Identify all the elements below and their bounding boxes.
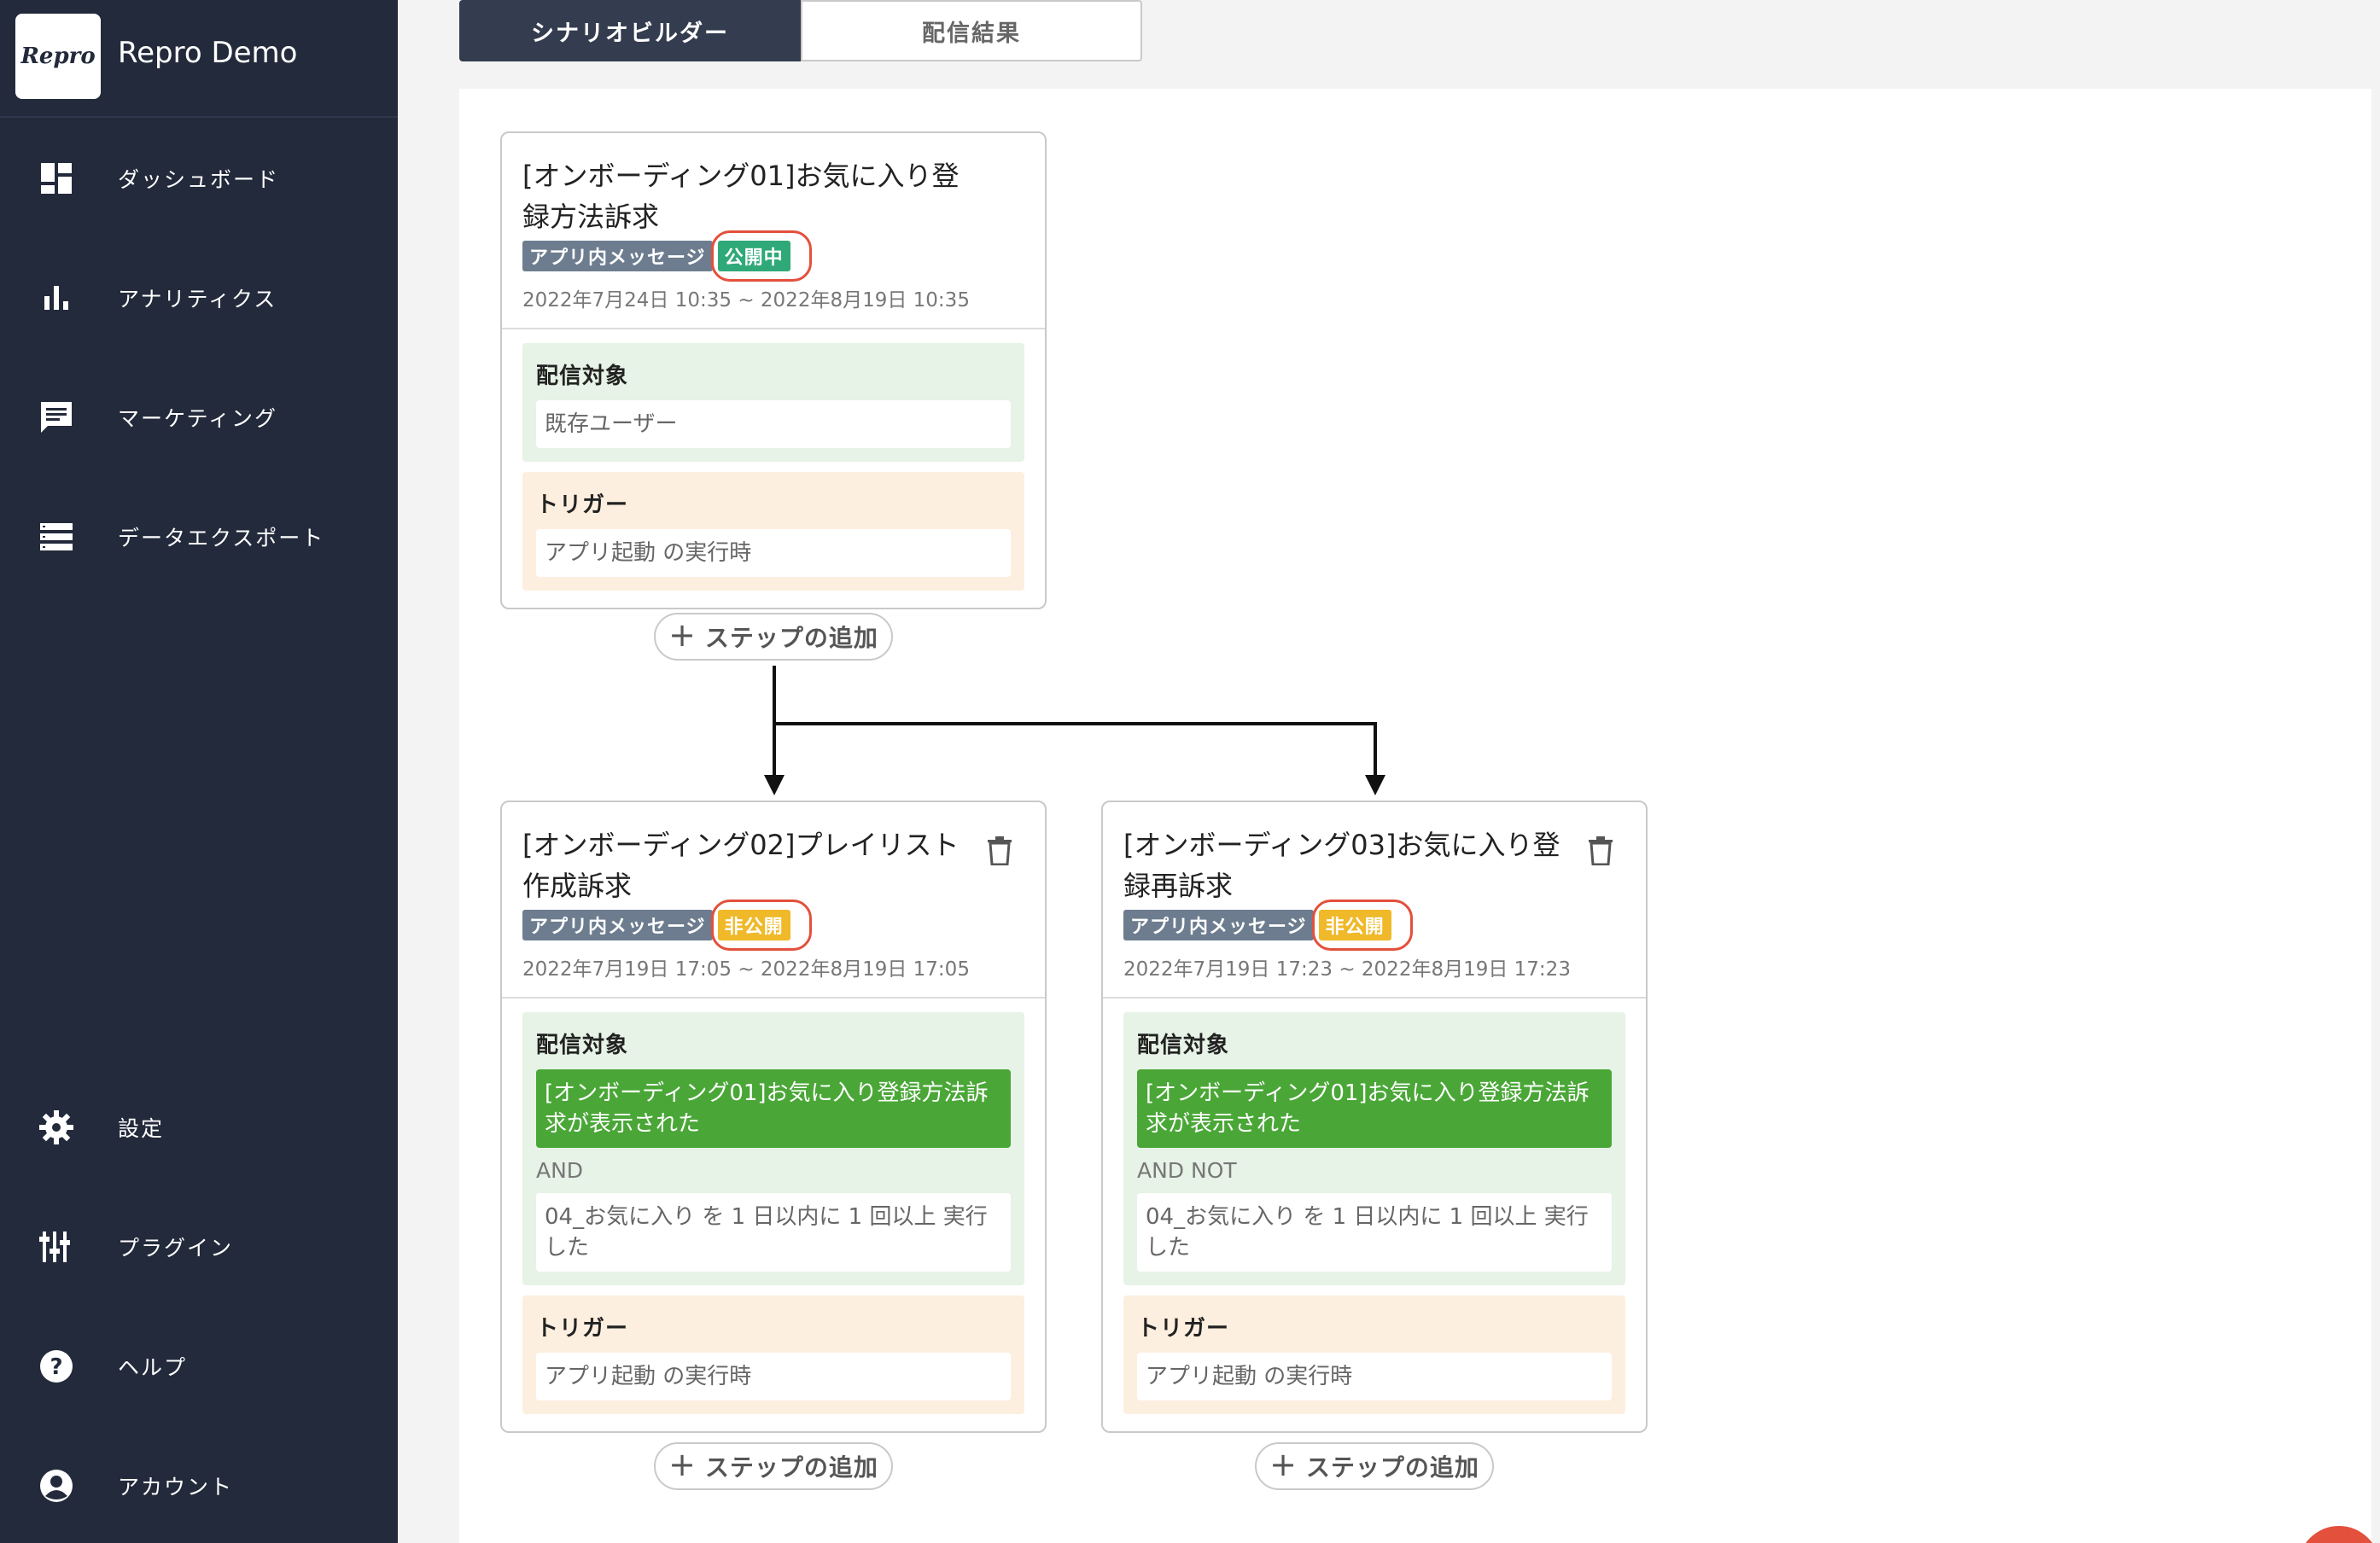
add-step-label: ステップの追加 xyxy=(704,624,878,652)
badge-row: アプリ内メッセージ 公開中 xyxy=(522,230,1024,282)
badge-row: アプリ内メッセージ 非公開 xyxy=(1123,900,1625,951)
message-type-badge: アプリ内メッセージ xyxy=(522,241,713,271)
nav-item-account[interactable]: アカウント xyxy=(0,1447,398,1523)
highlight-ring xyxy=(1311,900,1413,951)
svg-text:?: ? xyxy=(50,1354,62,1380)
status-badge: 非公開 xyxy=(717,910,790,940)
card-header: [オンボーディング03]お気に入り登録再訴求 アプリ内メッセージ 非公開 202… xyxy=(1103,802,1646,999)
highlight-ring xyxy=(710,900,812,951)
card-header: [オンボーディング02]プレイリスト作成訴求 アプリ内メッセージ 非公開 202… xyxy=(502,802,1045,999)
nav-item-plugins[interactable]: プラグイン xyxy=(0,1208,398,1284)
nav-item-help[interactable]: ? ヘルプ xyxy=(0,1327,398,1404)
nav-label-settings: 設定 xyxy=(118,1116,165,1141)
card-body: 配信対象 [オンボーディング01]お気に入り登録方法訴求が表示された AND 0… xyxy=(502,999,1045,1431)
target-section: 配信対象 既存ユーザー xyxy=(522,343,1024,462)
bar-chart-icon xyxy=(44,286,68,310)
card-body: 配信対象 既存ユーザー トリガー アプリ起動 の実行時 xyxy=(502,329,1045,608)
dashboard-icon xyxy=(41,163,72,194)
add-step-label: ステップの追加 xyxy=(704,1453,878,1482)
scenario-step-card[interactable]: [オンボーディング03]お気に入り登録再訴求 アプリ内メッセージ 非公開 202… xyxy=(1101,801,1648,1433)
condition-operator: AND NOT xyxy=(1137,1158,1237,1183)
tab-scenario-builder[interactable]: シナリオビルダー xyxy=(459,0,801,61)
condition-operator: AND xyxy=(536,1158,584,1183)
nav-label-help: ヘルプ xyxy=(118,1355,188,1380)
plus-icon: + xyxy=(1269,1446,1298,1483)
trash-icon[interactable] xyxy=(987,836,1012,865)
nav-item-settings[interactable]: 設定 xyxy=(0,1088,398,1165)
step-title: [オンボーディング02]プレイリスト作成訴求 xyxy=(522,829,960,902)
trigger-section: トリガー アプリ起動 の実行時 xyxy=(1123,1296,1625,1414)
nav-label-analytics: アナリティクス xyxy=(118,287,277,312)
nav-item-dashboard[interactable]: ダッシュボード xyxy=(0,139,398,216)
nav-item-analytics[interactable]: アナリティクス xyxy=(0,259,398,335)
trigger-value: アプリ起動 の実行時 xyxy=(1137,1353,1612,1400)
status-highlight: 非公開 xyxy=(710,900,812,951)
tab-delivery-results[interactable]: 配信結果 xyxy=(801,0,1142,61)
nav-label-dashboard: ダッシュボード xyxy=(118,167,280,192)
brand-header: Repro Repro Demo xyxy=(0,0,398,118)
add-step-label: ステップの追加 xyxy=(1305,1453,1479,1482)
nav-item-marketing[interactable]: マーケティング xyxy=(0,378,398,455)
message-type-badge: アプリ内メッセージ xyxy=(1123,910,1314,940)
target-value: 既存ユーザー xyxy=(536,400,1011,448)
add-step-button[interactable]: + ステップの追加 xyxy=(1255,1442,1494,1490)
add-step-button[interactable]: + ステップの追加 xyxy=(654,613,893,661)
badge-row: アプリ内メッセージ 非公開 xyxy=(522,900,1024,951)
trigger-section: トリガー アプリ起動 の実行時 xyxy=(522,1296,1024,1414)
help-icon: ? xyxy=(40,1350,73,1383)
equalizer-icon xyxy=(39,1231,70,1262)
status-badge: 公開中 xyxy=(717,241,790,271)
step-title: [オンボーディング03]お気に入り登録再訴求 xyxy=(1123,829,1560,902)
nav-label-plugins: プラグイン xyxy=(118,1236,234,1261)
repro-logo[interactable]: Repro xyxy=(15,14,101,99)
target-section: 配信対象 [オンボーディング01]お気に入り登録方法訴求が表示された AND N… xyxy=(1123,1012,1625,1285)
nav-label-account: アカウント xyxy=(118,1475,234,1499)
target-section: 配信対象 [オンボーディング01]お気に入り登録方法訴求が表示された AND 0… xyxy=(522,1012,1024,1285)
segment-chip: [オンボーディング01]お気に入り登録方法訴求が表示された xyxy=(1137,1069,1612,1148)
status-badge: 非公開 xyxy=(1318,910,1391,940)
condition-value: 04_お気に入り を 1 日以内に 1 回以上 実行した xyxy=(1137,1193,1612,1272)
view-tabs: シナリオビルダー 配信結果 xyxy=(459,0,1142,61)
condition-value: 04_お気に入り を 1 日以内に 1 回以上 実行した xyxy=(536,1193,1011,1272)
account-icon xyxy=(40,1470,73,1502)
trigger-value: アプリ起動 の実行時 xyxy=(536,529,1011,577)
trigger-section: トリガー アプリ起動 の実行時 xyxy=(522,472,1024,591)
delivery-period: 2022年7月24日 10:35 ~ 2022年8月19日 10:35 xyxy=(522,289,970,312)
delivery-period: 2022年7月19日 17:23 ~ 2022年8月19日 17:23 xyxy=(1123,958,1571,981)
trigger-label: トリガー xyxy=(536,1316,629,1342)
add-step-button[interactable]: + ステップの追加 xyxy=(654,1442,893,1490)
trigger-label: トリガー xyxy=(536,492,629,518)
trigger-label: トリガー xyxy=(1137,1316,1230,1342)
delivery-period: 2022年7月19日 17:05 ~ 2022年8月19日 17:05 xyxy=(522,958,970,981)
plus-icon: + xyxy=(668,1446,697,1483)
target-label: 配信対象 xyxy=(536,1033,629,1058)
scenario-canvas: [オンボーディング01]お気に入り登録方法訴求 アプリ内メッセージ 公開中 20… xyxy=(459,89,2371,1543)
trigger-value: アプリ起動 の実行時 xyxy=(536,1353,1011,1400)
sidebar: Repro Repro Demo ダッシュボード アナリティクス マーケティング… xyxy=(0,0,398,1543)
scenario-step-card[interactable]: [オンボーディング02]プレイリスト作成訴求 アプリ内メッセージ 非公開 202… xyxy=(500,801,1047,1433)
target-label: 配信対象 xyxy=(1137,1033,1230,1058)
nav-label-marketing: マーケティング xyxy=(118,406,278,431)
scenario-step-card[interactable]: [オンボーディング01]お気に入り登録方法訴求 アプリ内メッセージ 公開中 20… xyxy=(500,131,1047,609)
message-type-badge: アプリ内メッセージ xyxy=(522,910,713,940)
card-header: [オンボーディング01]お気に入り登録方法訴求 アプリ内メッセージ 公開中 20… xyxy=(502,133,1045,329)
gear-icon xyxy=(39,1110,73,1144)
segment-chip: [オンボーディング01]お気に入り登録方法訴求が表示された xyxy=(536,1069,1011,1148)
target-label: 配信対象 xyxy=(536,364,629,389)
status-highlight: 公開中 xyxy=(710,230,812,282)
app-name: Repro Demo xyxy=(118,36,298,70)
step-title: [オンボーディング01]お気に入り登録方法訴求 xyxy=(522,160,960,233)
trash-icon[interactable] xyxy=(1588,836,1613,865)
nav-label-data-export: データエクスポート xyxy=(118,526,325,550)
plus-icon: + xyxy=(668,616,697,654)
card-body: 配信対象 [オンボーディング01]お気に入り登録方法訴求が表示された AND N… xyxy=(1103,999,1646,1431)
highlight-ring xyxy=(710,230,812,282)
status-highlight: 非公開 xyxy=(1311,900,1413,951)
message-icon xyxy=(41,402,72,433)
storage-icon xyxy=(40,523,73,550)
nav-item-data-export[interactable]: データエクスポート xyxy=(0,498,398,574)
